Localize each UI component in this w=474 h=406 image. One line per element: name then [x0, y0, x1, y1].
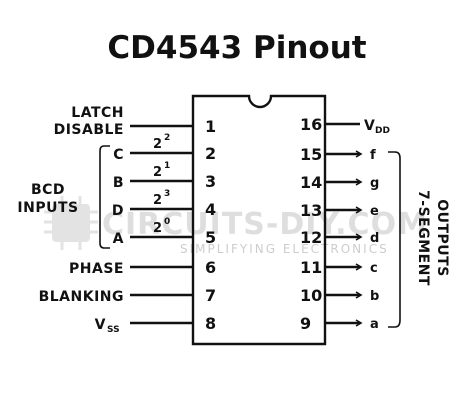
- pin-label: BLANKING: [39, 289, 124, 305]
- bcd-label-line1: BCD: [31, 182, 65, 198]
- pin-number: 2: [205, 144, 216, 163]
- pin-number: 1: [205, 117, 216, 136]
- pin-number: 16: [300, 115, 322, 134]
- chip-body: [191, 94, 327, 346]
- segment-label-line1: 7-SEGMENT: [415, 190, 431, 286]
- diagram-title: CD4543 Pinout: [107, 30, 366, 66]
- pin-number: 4: [205, 200, 216, 219]
- pin-label: DISABLE: [54, 122, 124, 138]
- right-pin-15: 15 f: [300, 145, 376, 164]
- bit-weight: 2: [153, 193, 162, 208]
- pin-number: 5: [205, 228, 216, 247]
- right-pin-12: 12 d: [300, 228, 379, 247]
- bcd-bracket: [99, 145, 110, 249]
- pin-number: 9: [300, 314, 311, 333]
- arrow-icon: [355, 263, 363, 271]
- pin-label: f: [370, 148, 376, 163]
- right-pin-14: 14 g: [300, 173, 379, 192]
- pin-label: V: [95, 317, 106, 333]
- bit-exponent: 3: [164, 189, 170, 199]
- pin-number: 14: [300, 173, 322, 192]
- pin-number: 15: [300, 145, 322, 164]
- arrow-icon: [355, 233, 363, 241]
- pin-number: 12: [300, 228, 322, 247]
- pin-label: c: [370, 261, 378, 276]
- pin-number: 13: [300, 201, 322, 220]
- pin-label: PHASE: [69, 261, 124, 277]
- pin-label: d: [370, 231, 379, 246]
- arrow-icon: [355, 291, 363, 299]
- left-pin-6: 6 PHASE: [69, 258, 216, 277]
- segment-bracket: [388, 151, 401, 328]
- pin-label: V: [364, 118, 375, 134]
- pin-label-line1: LATCH: [71, 105, 124, 121]
- arrow-icon: [355, 150, 363, 158]
- pin-number: 10: [300, 286, 322, 305]
- bit-exponent: 1: [164, 161, 170, 171]
- pin-number: 11: [300, 258, 322, 277]
- pin-label: A: [113, 231, 124, 247]
- bit-weight: 2: [153, 137, 162, 152]
- bit-exponent: 0: [164, 217, 170, 227]
- pin-label: e: [370, 204, 379, 219]
- pin-label-subscript: SS: [107, 325, 120, 335]
- pin-label: B: [113, 175, 124, 191]
- pin-number: 6: [205, 258, 216, 277]
- bit-weight: 2: [153, 165, 162, 180]
- left-pin-7: 7 BLANKING: [39, 286, 217, 305]
- watermark-chip-icon: [44, 196, 98, 250]
- arrow-icon: [355, 319, 363, 327]
- pin-label: g: [370, 176, 379, 191]
- pin-label: a: [370, 317, 379, 332]
- pin-label: b: [370, 289, 379, 304]
- pin-label-subscript: DD: [375, 126, 390, 136]
- pin-number: 8: [205, 314, 216, 333]
- bit-exponent: 2: [164, 133, 170, 143]
- right-pin-11: 11 c: [300, 258, 378, 277]
- bit-weight: 2: [153, 221, 162, 236]
- pin-label: C: [113, 147, 124, 163]
- right-pin-10: 10 b: [300, 286, 379, 305]
- pin-number: 7: [205, 286, 216, 305]
- segment-label-line2: OUTPUTS: [434, 199, 450, 277]
- pin-label: D: [112, 203, 124, 219]
- arrow-icon: [355, 178, 363, 186]
- pin-number: 3: [205, 172, 216, 191]
- bcd-label-line2: INPUTS: [17, 200, 78, 216]
- watermark-tagline: SIMPLIFYING ELECTRONICS: [180, 242, 389, 256]
- right-pin-13: 13 e: [300, 201, 379, 220]
- arrow-icon: [355, 206, 363, 214]
